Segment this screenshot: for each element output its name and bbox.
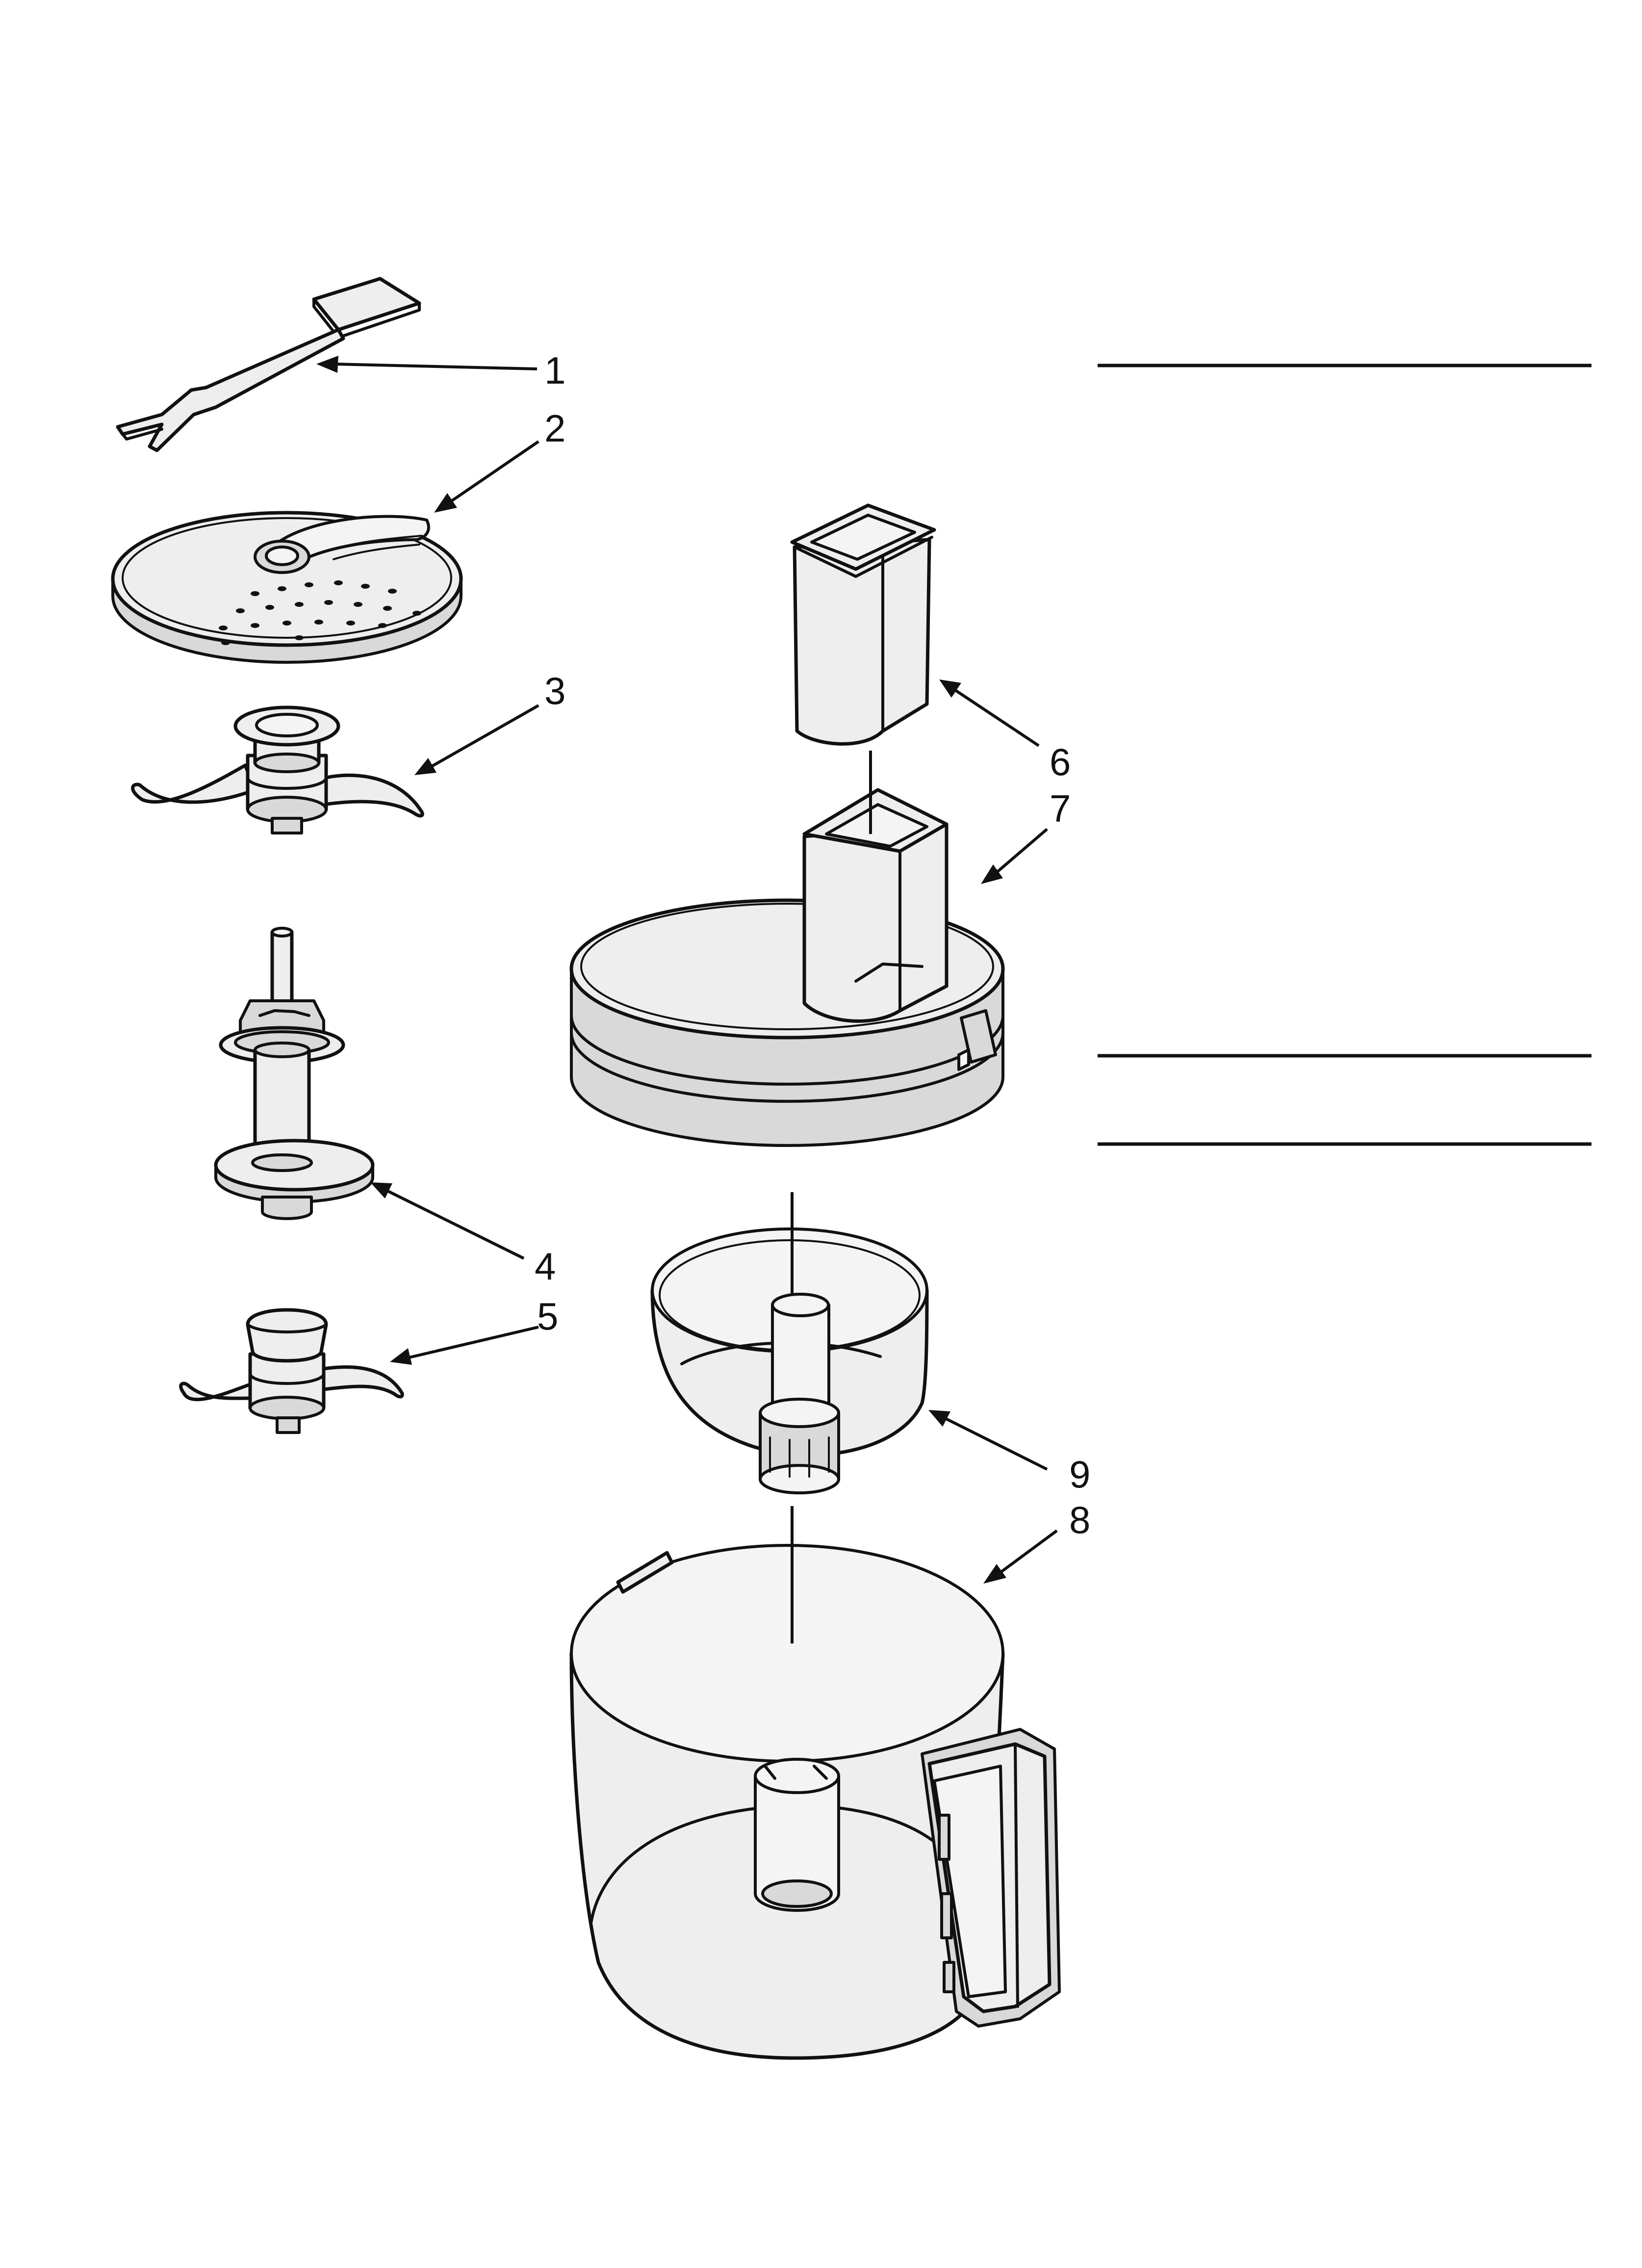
part-8-work-bowl bbox=[569, 1544, 1061, 2060]
part-4-disc-adapter bbox=[214, 927, 375, 1220]
callout-8: 8 bbox=[1069, 1498, 1090, 1541]
part-6-food-pusher bbox=[790, 503, 936, 746]
part-9-disc-bowl bbox=[650, 1227, 929, 1494]
callout-7: 7 bbox=[1050, 787, 1071, 830]
callout-1: 1 bbox=[544, 349, 565, 392]
callout-3: 3 bbox=[544, 669, 565, 712]
disc-shred-holes bbox=[219, 580, 421, 645]
callout-5: 5 bbox=[537, 1295, 558, 1338]
leader-lines bbox=[316, 356, 1058, 1584]
part-3-multipurpose-blade bbox=[131, 705, 424, 834]
callout-9: 9 bbox=[1069, 1453, 1090, 1496]
part-2-slicing-disc bbox=[111, 511, 463, 664]
callout-4: 4 bbox=[535, 1245, 556, 1288]
part-5-mini-blade bbox=[179, 1308, 404, 1434]
callout-2: 2 bbox=[544, 407, 565, 450]
callout-6: 6 bbox=[1050, 740, 1071, 783]
callout-labels: 1 2 3 4 5 6 7 9 8 bbox=[535, 349, 1090, 1541]
part-1-spatula bbox=[116, 277, 421, 452]
part-7-work-bowl-cover bbox=[569, 788, 1005, 1147]
